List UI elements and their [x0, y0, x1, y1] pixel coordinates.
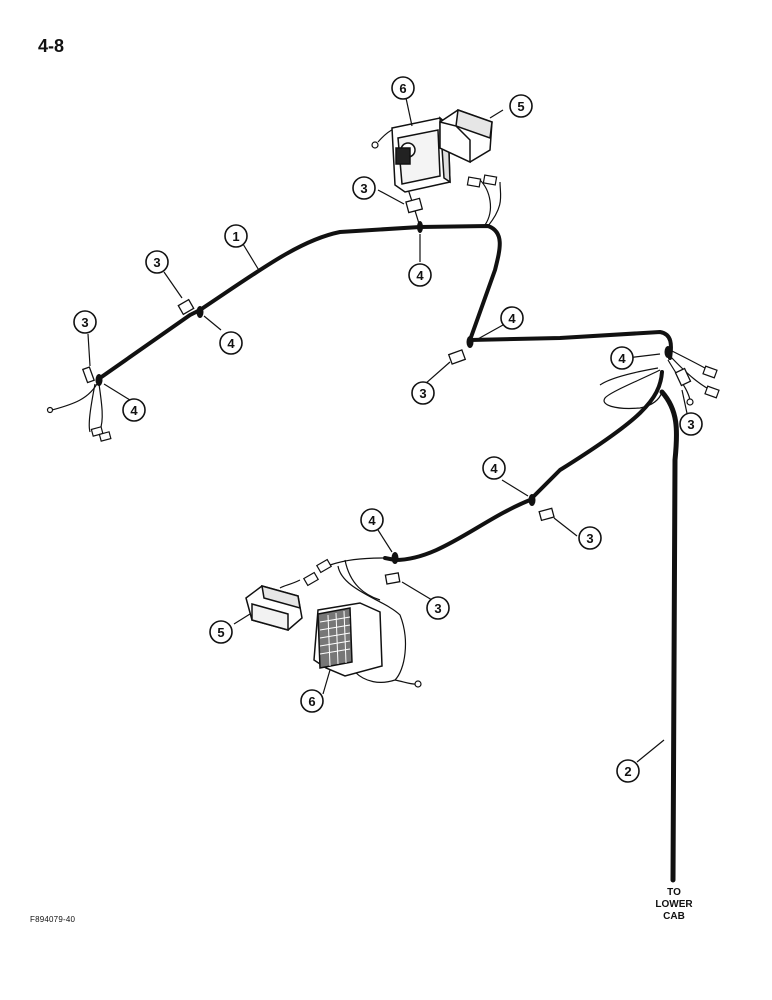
callout-3: 3	[360, 181, 367, 196]
note-line-1: TO	[667, 887, 681, 898]
clip-4-lower-left	[391, 552, 399, 564]
callout-6: 6	[399, 81, 406, 96]
bracket-3-lower-left	[384, 572, 401, 585]
callout-2: 2	[624, 764, 631, 779]
note-line-2: LOWER	[655, 899, 693, 910]
clip-4-center	[466, 336, 474, 348]
callout-4: 4	[416, 268, 424, 283]
bracket-3-right	[674, 367, 692, 387]
callout-3: 3	[434, 601, 441, 616]
bracket-3-lower-right	[538, 507, 555, 522]
figure-code: F894079-40	[30, 915, 76, 924]
callout-3: 3	[687, 417, 694, 432]
callout-4: 4	[618, 351, 626, 366]
bracket-3-top	[405, 197, 424, 214]
callout-labels: 1 2 3 3 3 3 3 3 3 4 4 4 4 4 4 4 5 5 6 6	[81, 81, 694, 779]
marker-lamp-lower	[245, 584, 303, 631]
callout-3: 3	[419, 386, 426, 401]
callout-3: 3	[153, 255, 160, 270]
clips-4	[95, 221, 672, 564]
callout-4: 4	[368, 513, 376, 528]
callout-6: 6	[308, 694, 315, 709]
callout-3: 3	[586, 531, 593, 546]
bracket-3-center	[447, 349, 467, 365]
leader-lines	[87, 97, 689, 763]
harness-1	[98, 224, 680, 883]
callout-4: 4	[130, 403, 138, 418]
callout-balloons	[73, 76, 703, 783]
clip-4-lower-right	[528, 494, 536, 506]
bracket-3-left	[81, 366, 95, 384]
bracket-3-mid-left	[177, 298, 195, 316]
callout-4: 4	[508, 311, 516, 326]
callout-5: 5	[517, 99, 524, 114]
page-number: 4-8	[38, 36, 65, 56]
clip-4-top	[417, 221, 423, 233]
work-lamp-lower	[313, 602, 383, 677]
brackets-3	[81, 197, 692, 585]
callout-5: 5	[217, 625, 224, 640]
clip-4-mid-left	[196, 306, 204, 318]
to-lower-cab-note: TO LOWER CAB	[655, 887, 693, 922]
marker-lamp-upper	[439, 108, 493, 164]
clip-4-left	[95, 374, 103, 386]
callout-1: 1	[232, 229, 239, 244]
callout-3: 3	[81, 315, 88, 330]
note-line-3: CAB	[663, 911, 685, 922]
connectors	[46, 141, 720, 688]
pigtail-wires	[51, 125, 715, 685]
callout-4: 4	[490, 461, 498, 476]
callout-4: 4	[227, 336, 235, 351]
clip-4-right	[664, 346, 672, 358]
